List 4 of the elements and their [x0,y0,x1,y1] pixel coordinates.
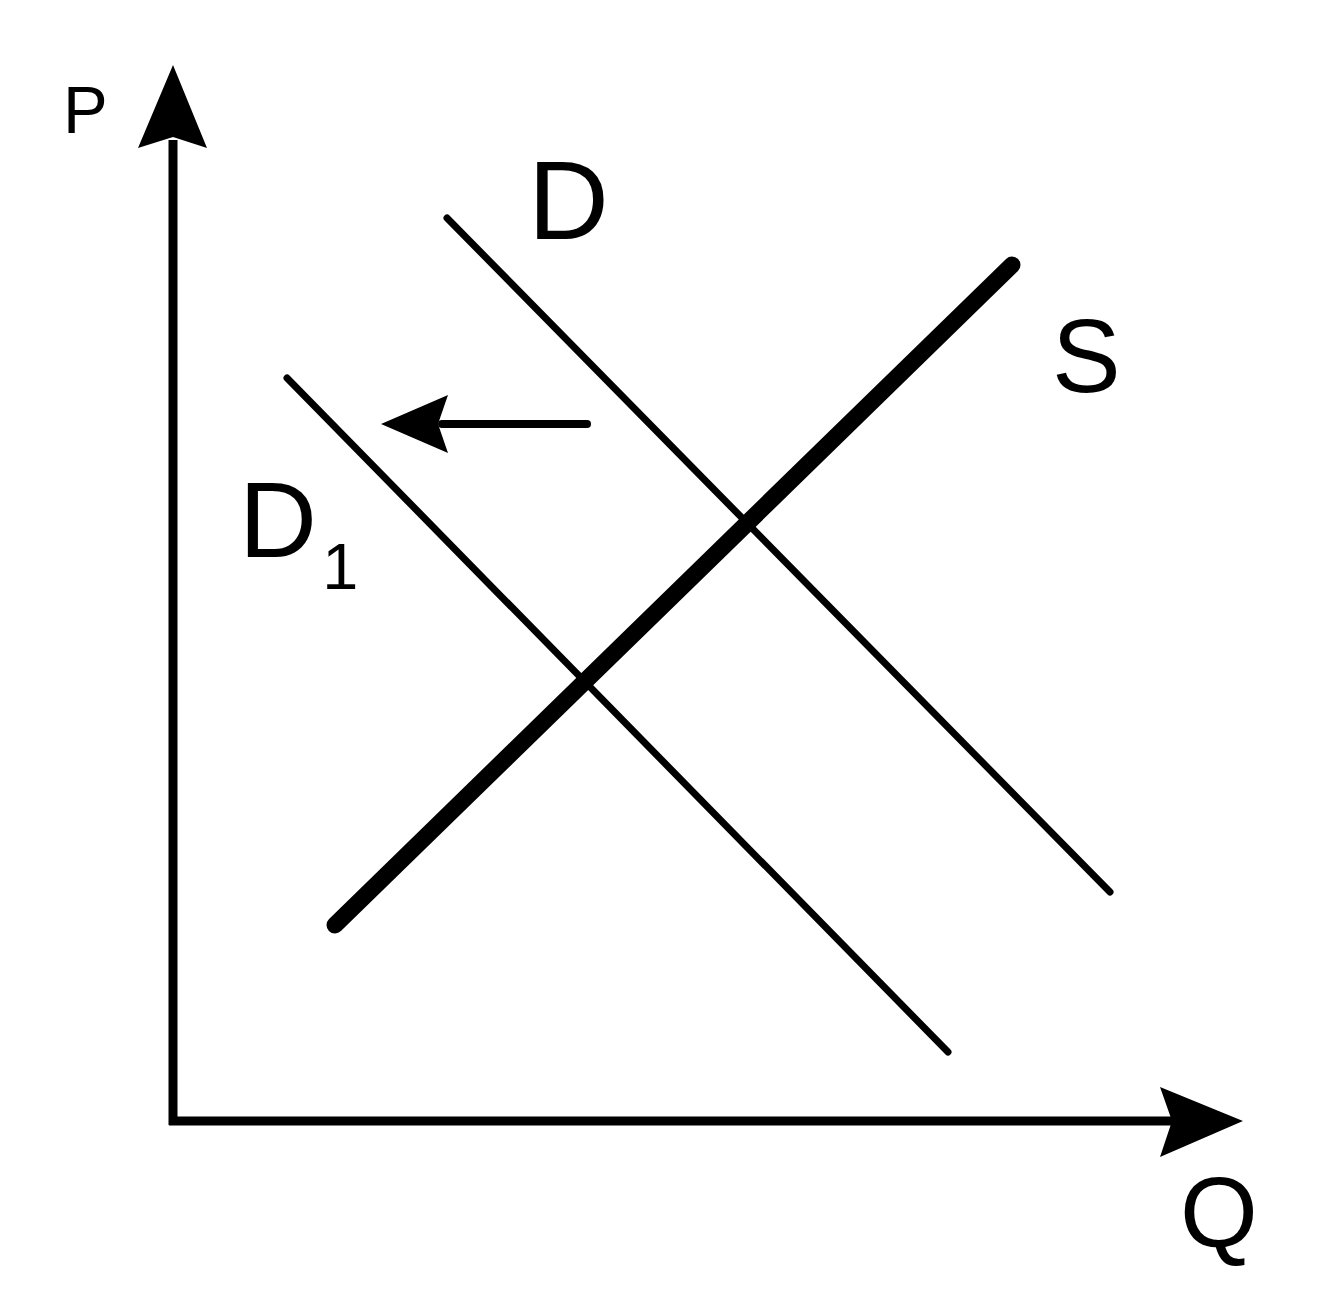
curve-label: S [1052,305,1121,408]
curve-label: D$_{1}$ [239,466,359,601]
axis-label: P [63,76,108,143]
curve-label: D [528,145,609,257]
